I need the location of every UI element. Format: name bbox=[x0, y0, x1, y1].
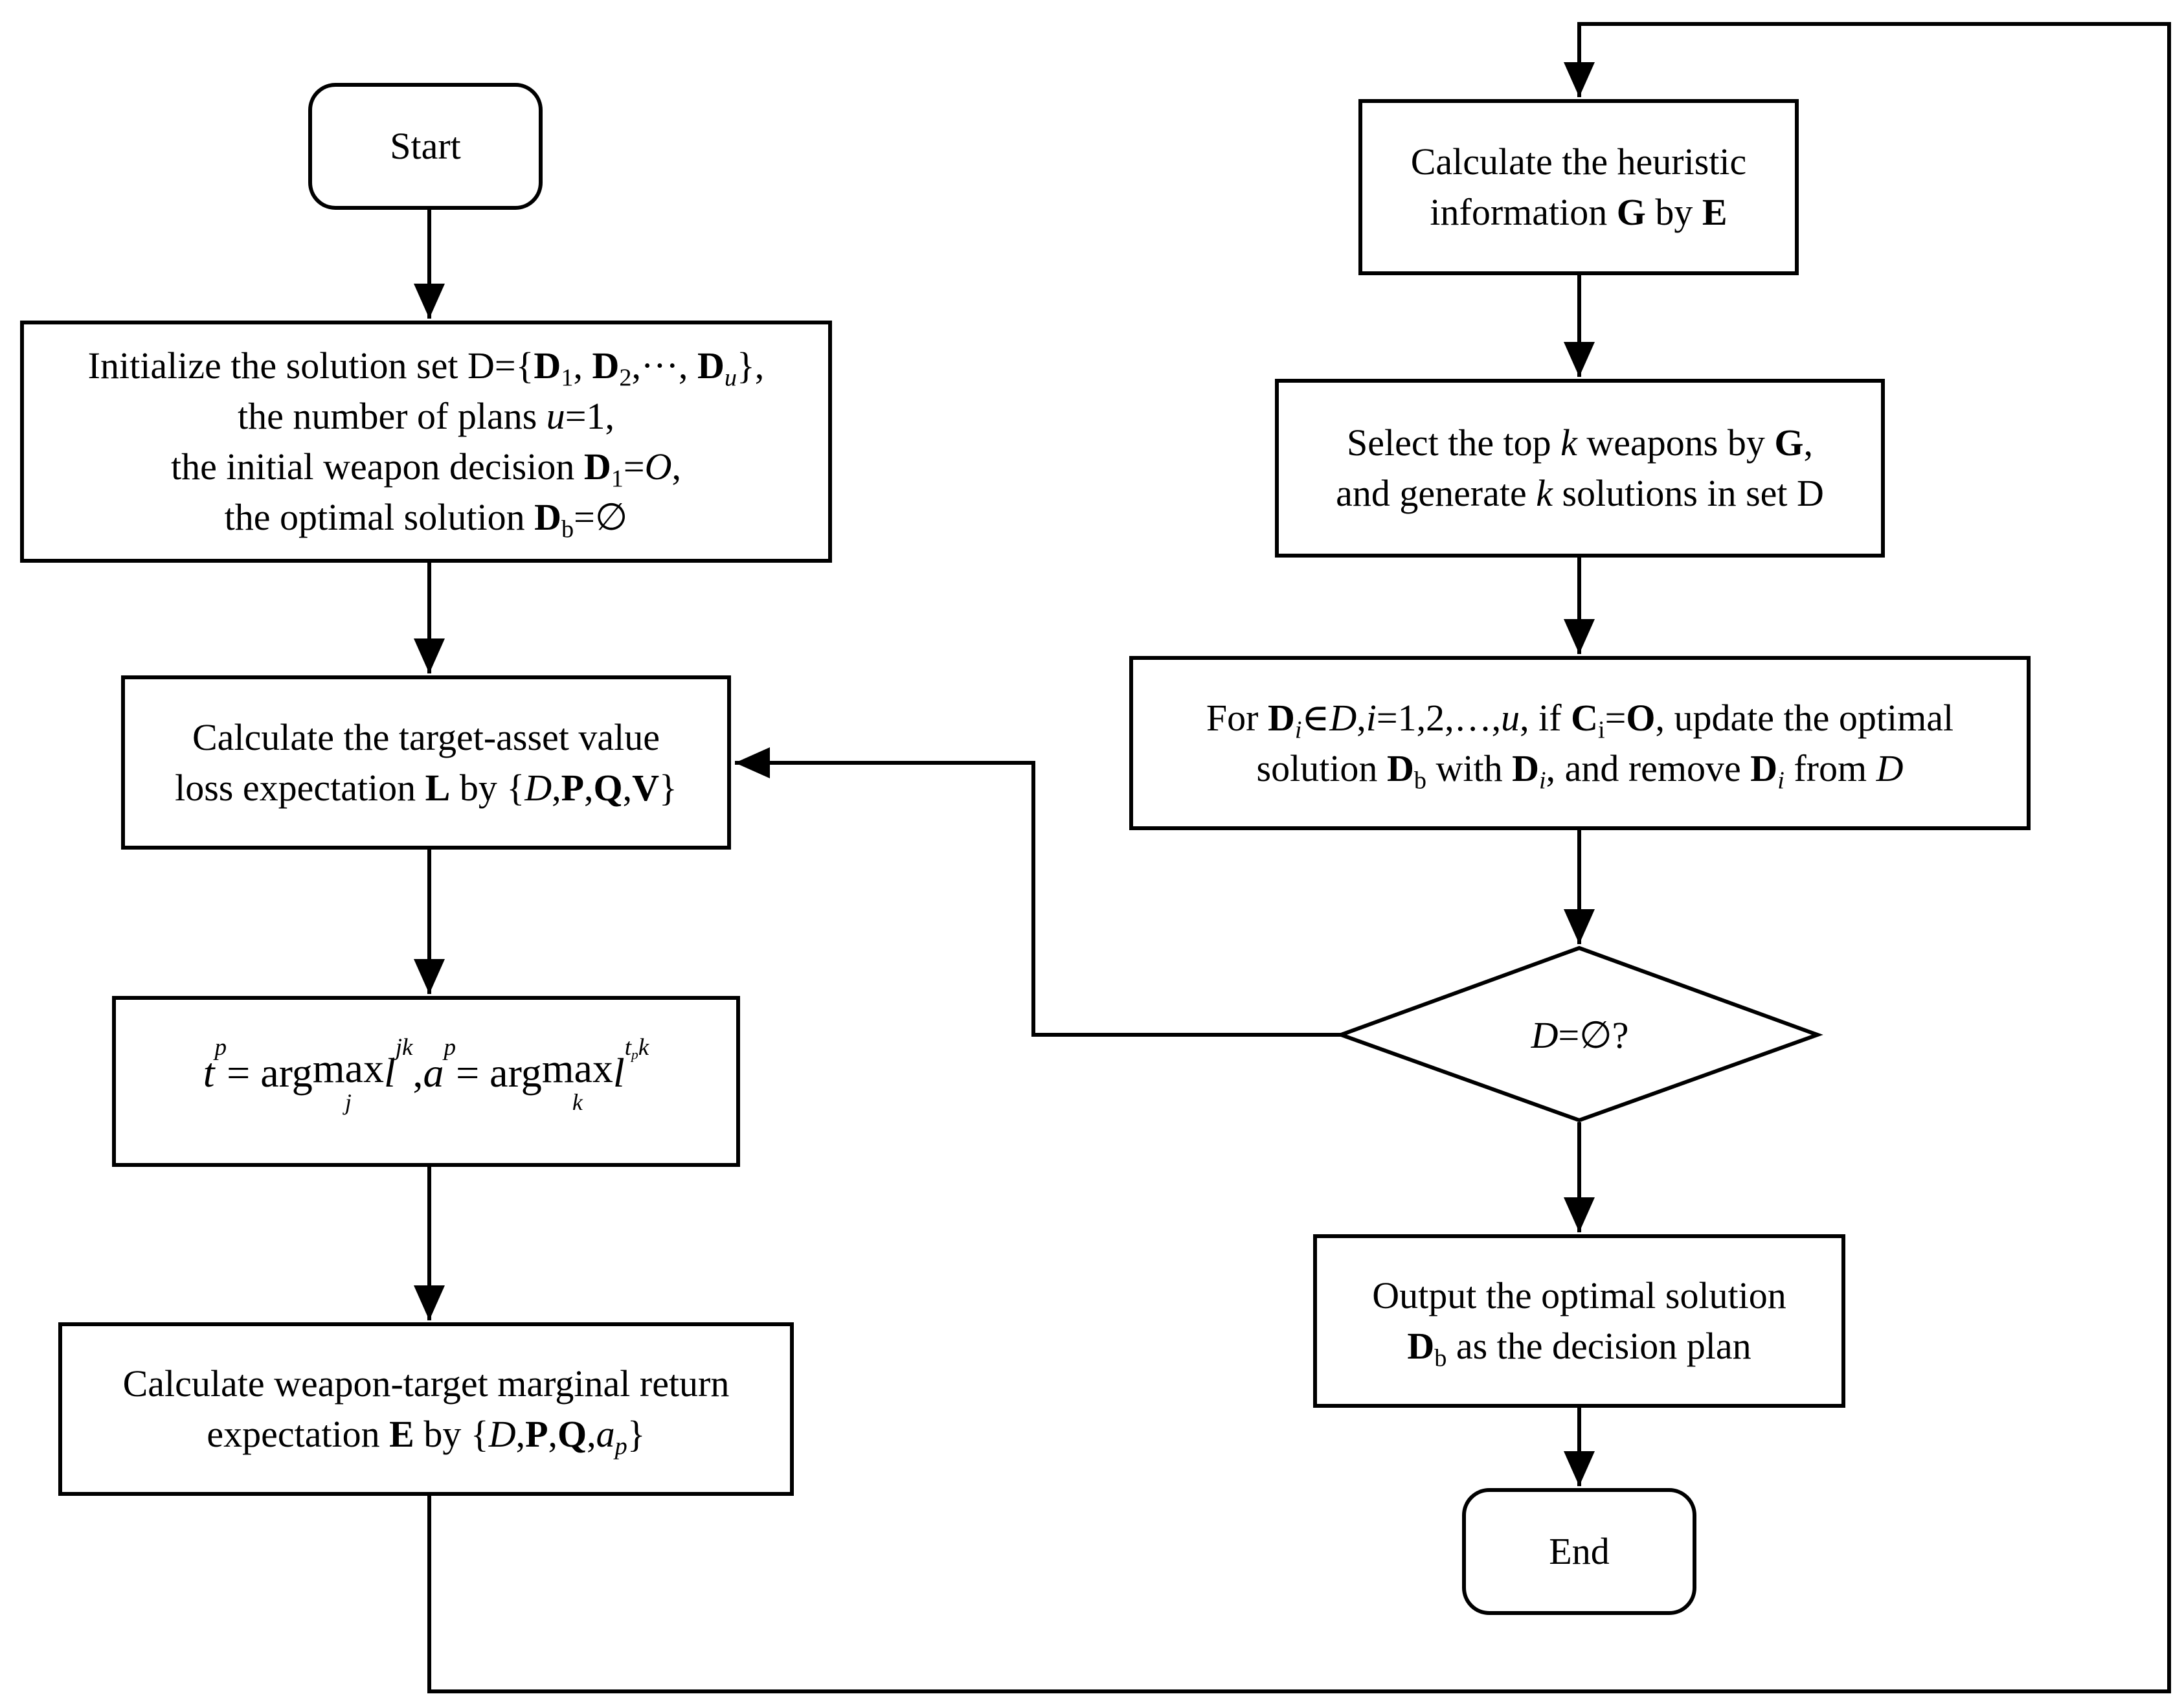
heuristic-node: Calculate the heuristic information G by… bbox=[1358, 99, 1799, 275]
start-node: Start bbox=[308, 83, 543, 210]
output-line-2: Db as the decision plan bbox=[1407, 1325, 1751, 1372]
end-label: End bbox=[1549, 1530, 1610, 1572]
loss-line-2: loss expectation L by {D,P,Q,V} bbox=[175, 766, 677, 809]
initialize-node: Initialize the solution set D={D1, D2,··… bbox=[20, 321, 832, 563]
decision-diamond bbox=[1335, 945, 1823, 1123]
initialize-line-2: the number of plans u=1, bbox=[238, 395, 614, 437]
end-node: End bbox=[1462, 1488, 1696, 1615]
initialize-line-4: the optimal solution Db=∅ bbox=[224, 496, 628, 543]
output-node: Output the optimal solution Db as the de… bbox=[1313, 1234, 1845, 1408]
decision-label: D=∅? bbox=[1531, 1013, 1629, 1057]
select-line-1: Select the top k weapons by G, bbox=[1346, 422, 1813, 464]
start-label: Start bbox=[390, 125, 461, 167]
heuristic-line-2: information G by E bbox=[1430, 191, 1728, 233]
update-line-2: solution Db with Di, and remove Di from … bbox=[1256, 747, 1904, 794]
marginal-return-node: Calculate weapon-target marginal return … bbox=[58, 1322, 794, 1496]
update-line-1: For Di∈D,i=1,2,…,u, if Ci=O, update the … bbox=[1206, 696, 1954, 743]
heuristic-line-1: Calculate the heuristic bbox=[1410, 141, 1747, 183]
select-weapons-node: Select the top k weapons by G, and gener… bbox=[1275, 379, 1885, 558]
loss-expectation-node: Calculate the target-asset value loss ex… bbox=[121, 675, 731, 850]
select-line-2: and generate k solutions in set D bbox=[1336, 472, 1824, 514]
marginal-line-2: expectation E by {D,P,Q,ap} bbox=[207, 1413, 646, 1460]
output-line-1: Output the optimal solution bbox=[1372, 1274, 1786, 1316]
arrow-decision-no-to-loss bbox=[735, 747, 1341, 1037]
loss-line-1: Calculate the target-asset value bbox=[192, 716, 660, 758]
initialize-line-3: the initial weapon decision D1=O, bbox=[171, 446, 681, 493]
update-optimal-node: For Di∈D,i=1,2,…,u, if Ci=O, update the … bbox=[1129, 656, 2031, 830]
marginal-line-1: Calculate weapon-target marginal return bbox=[122, 1362, 730, 1405]
initialize-line-1: Initialize the solution set D={D1, D2,··… bbox=[87, 344, 765, 392]
arrow-marginal-loop-to-heuristic bbox=[427, 22, 2171, 1693]
